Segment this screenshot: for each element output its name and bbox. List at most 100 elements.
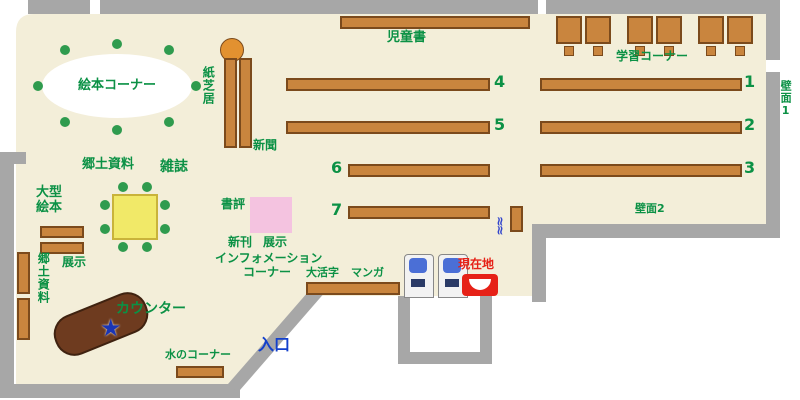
shelf-number-1: 1 xyxy=(744,72,756,91)
chair-dot xyxy=(112,39,122,49)
large-books-shelf xyxy=(40,226,84,238)
wall-segment xyxy=(0,152,26,164)
study-desk xyxy=(656,16,682,44)
shelf-number-7: 7 xyxy=(331,200,343,219)
entrance-label: 入口 xyxy=(258,335,291,354)
terminal-screen xyxy=(443,258,461,273)
chair-dot xyxy=(118,182,128,192)
local-materials-shelf xyxy=(17,252,30,294)
shelf-number-6: 6 xyxy=(331,158,343,177)
chair-dot xyxy=(33,81,43,91)
display-label-left: 展示 xyxy=(62,255,87,269)
large-print-label: 大活字 xyxy=(306,266,339,279)
new-arrivals-label: 新刊 xyxy=(228,235,253,249)
magazines-label: 雑誌 xyxy=(160,159,188,175)
kamishibai-shelf xyxy=(224,58,237,148)
reading-table xyxy=(112,194,158,240)
manga-label: マンガ xyxy=(351,266,384,279)
desk-chair xyxy=(635,46,645,56)
wall-segment xyxy=(532,224,772,238)
star-icon: ★ xyxy=(100,314,122,342)
new-arrivals-display xyxy=(250,197,292,233)
chair-dot xyxy=(160,200,170,210)
large-books-label-1: 大型 xyxy=(36,185,63,200)
large-books-label-2: 絵本 xyxy=(36,200,63,215)
wall-segment xyxy=(480,296,492,364)
wall-segment xyxy=(28,0,90,14)
desk-chair xyxy=(735,46,745,56)
picture-book-table: 絵本コーナー xyxy=(42,54,192,118)
information-label-1: インフォメーション xyxy=(215,251,323,265)
display-label-center: 展示 xyxy=(263,235,288,249)
bookshelf-row4 xyxy=(286,78,490,91)
water-corner-label: 水のコーナー xyxy=(165,348,231,361)
shelf-number-3: 3 xyxy=(744,158,756,177)
chair-dot xyxy=(112,125,122,135)
terminal-slot xyxy=(411,279,425,287)
large-books-shelf xyxy=(40,242,84,254)
bookshelf-row5 xyxy=(286,121,490,134)
bookshelf-row6 xyxy=(348,164,490,177)
study-desk xyxy=(727,16,753,44)
newspaper-label: 新聞 xyxy=(253,138,278,152)
local-materials-side-label: 郷土資料 xyxy=(36,252,51,304)
study-desk xyxy=(698,16,724,44)
kamishibai-label: 紙芝居 xyxy=(201,66,216,105)
wall-segment xyxy=(398,296,410,364)
wall-segment xyxy=(766,72,780,238)
shelf-number-2: 2 xyxy=(744,115,756,134)
book-review-label: 書評 xyxy=(221,197,246,211)
wall-segment xyxy=(100,0,538,14)
chair-dot xyxy=(100,224,110,234)
water-corner-shelf xyxy=(176,366,224,378)
shelf-number-4: 4 xyxy=(494,72,506,91)
wall2-label: 壁面2 xyxy=(635,202,665,215)
opac-terminal xyxy=(404,254,434,298)
wall-segment xyxy=(0,384,240,398)
information-label-2: コーナー xyxy=(243,265,292,279)
shelf-number-5: 5 xyxy=(494,115,506,134)
desk-chair xyxy=(564,46,574,56)
chair-dot xyxy=(60,117,70,127)
wall-segment xyxy=(398,352,492,364)
local-materials-shelf xyxy=(17,298,30,340)
bookshelf-top xyxy=(340,16,530,29)
study-desk xyxy=(585,16,611,44)
terminal-screen xyxy=(409,258,427,273)
desk-chair xyxy=(664,46,674,56)
study-desk xyxy=(627,16,653,44)
you-are-here-marker xyxy=(462,274,498,296)
large-print-manga-shelf xyxy=(306,282,400,295)
terminal-slot xyxy=(445,279,459,287)
study-desk xyxy=(556,16,582,44)
bookshelf-row3 xyxy=(540,164,742,177)
wall-segment xyxy=(0,152,14,398)
chair-dot xyxy=(191,81,201,91)
chair-dot xyxy=(142,242,152,252)
small-shelf xyxy=(510,206,523,232)
wall1-label: 壁面1 xyxy=(779,80,793,118)
study-corner-label: 学習コーナー xyxy=(616,49,689,63)
wall-segment xyxy=(766,0,780,60)
chair-dot xyxy=(164,45,174,55)
chair-dot xyxy=(142,182,152,192)
chair-dot xyxy=(100,200,110,210)
chair-dot xyxy=(118,242,128,252)
desk-chair xyxy=(593,46,603,56)
chair-dot xyxy=(160,224,170,234)
chair-dot xyxy=(164,117,174,127)
children-books-label: 児童書 xyxy=(387,30,427,45)
marker-smile-icon xyxy=(469,279,491,290)
chair-dot xyxy=(60,45,70,55)
current-location-label: 現在地 xyxy=(458,257,495,271)
bookshelf-row7 xyxy=(348,206,490,219)
local-materials-label: 郷土資料 xyxy=(82,157,135,172)
wall-segment xyxy=(546,0,772,14)
bookshelf-row1 xyxy=(540,78,742,91)
newspaper-shelf xyxy=(239,58,252,148)
squiggle-mark: ≈≈ xyxy=(492,216,507,234)
wall-segment xyxy=(532,238,546,302)
counter-label: カウンター xyxy=(116,301,186,317)
